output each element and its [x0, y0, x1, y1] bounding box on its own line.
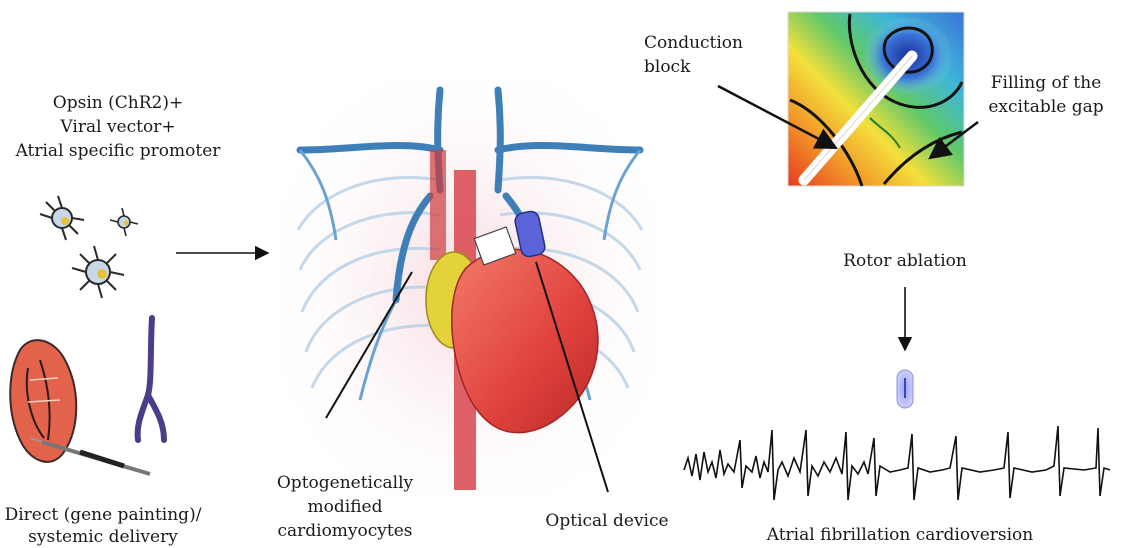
opto-label-line1: Optogenetically [270, 472, 420, 494]
optical-device-label: Optical device [532, 510, 682, 532]
opto-label-line3: cardiomyocytes [270, 520, 420, 542]
conduction-label-line1: Conduction [644, 32, 743, 54]
filling-label-line1: Filling of the [968, 72, 1124, 94]
viral-vector-icon [40, 196, 138, 298]
opto-label-line2: modified [270, 496, 420, 518]
rotor-ablation-label: Rotor ablation [820, 250, 990, 272]
opsin-label-line3: Atrial specific promoter [0, 140, 236, 162]
conduction-label-line2: block [644, 56, 690, 78]
activation-map [788, 12, 964, 186]
af-cardioversion-label: Atrial fibrillation cardioversion [740, 524, 1060, 546]
chest-illustration [282, 80, 654, 498]
blood-vessel-icon [138, 318, 164, 440]
opsin-label-line2: Viral vector+ [0, 116, 236, 138]
filling-label-line2: excitable gap [968, 96, 1124, 118]
delivery-label-line2: systemic delivery [0, 526, 206, 548]
opsin-label-line1: Opsin (ChR2)+ [0, 92, 236, 114]
ecg-trace [684, 426, 1110, 500]
delivery-label-line1: Direct (gene painting)/ [0, 504, 206, 526]
